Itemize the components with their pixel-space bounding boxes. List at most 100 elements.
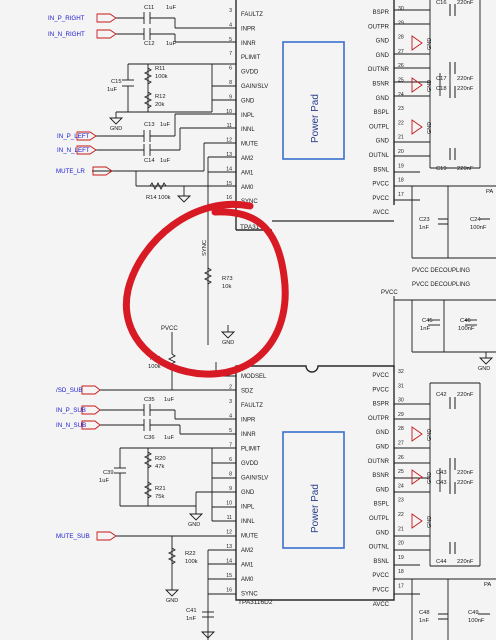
net-label-in-n-sub: IN_N_SUB	[56, 422, 86, 429]
pin-number: 21	[398, 526, 404, 532]
c35-value: 1uF	[164, 397, 174, 403]
pin-number: 23	[398, 498, 404, 504]
pin-number: 16	[226, 195, 232, 201]
gnd-label-bot-2: GND	[427, 472, 433, 484]
c42-value: 220nF	[457, 392, 474, 398]
pin-label: GND	[376, 53, 390, 59]
pin-number: 28	[398, 426, 404, 432]
r14-resistor	[149, 181, 167, 191]
pin-label: PVCC	[372, 182, 389, 188]
c13-ref: C13	[144, 122, 155, 128]
pin-number: 6	[229, 457, 232, 463]
c14-ref: C14	[144, 158, 155, 164]
net-arrows-bottom	[81, 385, 117, 541]
c36-ref: C36	[144, 435, 155, 441]
pin-label: AM2	[241, 156, 254, 162]
c48-ref: C48	[419, 610, 430, 616]
pin-number: 4	[229, 414, 232, 420]
pin-number: 13	[226, 152, 232, 158]
pin-label: GVDD	[241, 461, 259, 467]
c43b-value: 220nF	[457, 480, 474, 486]
pin-number: 16	[226, 588, 232, 594]
gnd-label-c15: GND	[110, 126, 122, 132]
gnd-symbol-c15	[108, 117, 124, 125]
pin-number: 18	[398, 178, 404, 184]
pin-label: AVCC	[373, 602, 390, 608]
r22-resistor	[167, 547, 177, 565]
pin-label: AM1	[241, 563, 254, 569]
net-label-in-n-right: IN_N_RIGHT	[48, 31, 85, 38]
pin-number: 29	[398, 412, 404, 418]
ic2-pin-24: GND 24	[376, 483, 404, 493]
r73-value: 10k	[222, 284, 231, 290]
gnd-label-top-2: GND	[427, 80, 433, 92]
pin-label: OUTNL	[369, 153, 390, 159]
pin-number: 14	[226, 559, 232, 565]
pin-number: 5	[229, 37, 232, 43]
c18-ref: C18	[436, 86, 447, 92]
pin-number: 31	[398, 383, 404, 389]
pin-number: 10	[226, 501, 232, 507]
pin-label: OUTNR	[368, 459, 390, 465]
pin-number: 30	[398, 6, 404, 12]
pin-label: FAULTZ	[241, 12, 263, 18]
pin-number: 10	[226, 109, 232, 115]
pin-label: INNR	[241, 41, 256, 47]
pin-number: 24	[398, 92, 404, 98]
pin-number: 12	[226, 530, 232, 536]
c41-value: 1nF	[186, 616, 196, 622]
pin-number: 22	[398, 120, 404, 126]
pin-number: 25	[398, 469, 404, 475]
r20-ref: R20	[155, 456, 166, 462]
pin-label: SYNC	[241, 592, 258, 598]
bottom-right-gnd-arrows	[411, 426, 423, 529]
ic2-left-pins: 1MODSEL2SDZ3FAULTZ4INPR5INNR7PLIMIT6GVDD…	[226, 370, 268, 598]
r21-ref: R21	[155, 486, 166, 492]
pin-number: 17	[398, 192, 404, 198]
pin-label: AM0	[241, 577, 254, 583]
c17-ref: C17	[436, 76, 447, 82]
top-right-caps	[438, 4, 490, 225]
pin-label: AM0	[241, 185, 254, 191]
pin-number: 13	[226, 544, 232, 550]
pin-number: 2	[229, 385, 232, 391]
c15-value: 1uF	[107, 87, 117, 93]
pin-number: 4	[229, 22, 232, 28]
pin-number: 9	[229, 94, 232, 100]
pin-label: GND	[241, 98, 255, 104]
pin-label: MUTE	[241, 534, 258, 540]
pin-number: 3	[229, 8, 232, 14]
bottom-left-wiring	[100, 332, 236, 640]
pin-label: BSNR	[372, 82, 389, 88]
gnd-label-mid-right: GND	[478, 366, 490, 372]
net-label-sync: SYNC	[202, 240, 208, 256]
pin-label: GND	[376, 487, 390, 493]
net-label-in-p-sub: IN_P_SUB	[56, 407, 86, 414]
pin-label: BSPR	[373, 10, 390, 16]
pin-number: 24	[398, 483, 404, 489]
top-right-gnd-arrows	[411, 35, 423, 135]
pin-number: 18	[398, 569, 404, 575]
c15-ref: C15	[111, 79, 122, 85]
pin-number: 32	[398, 369, 404, 375]
net-label-in-p-right: IN_P_RIGHT	[48, 15, 85, 22]
